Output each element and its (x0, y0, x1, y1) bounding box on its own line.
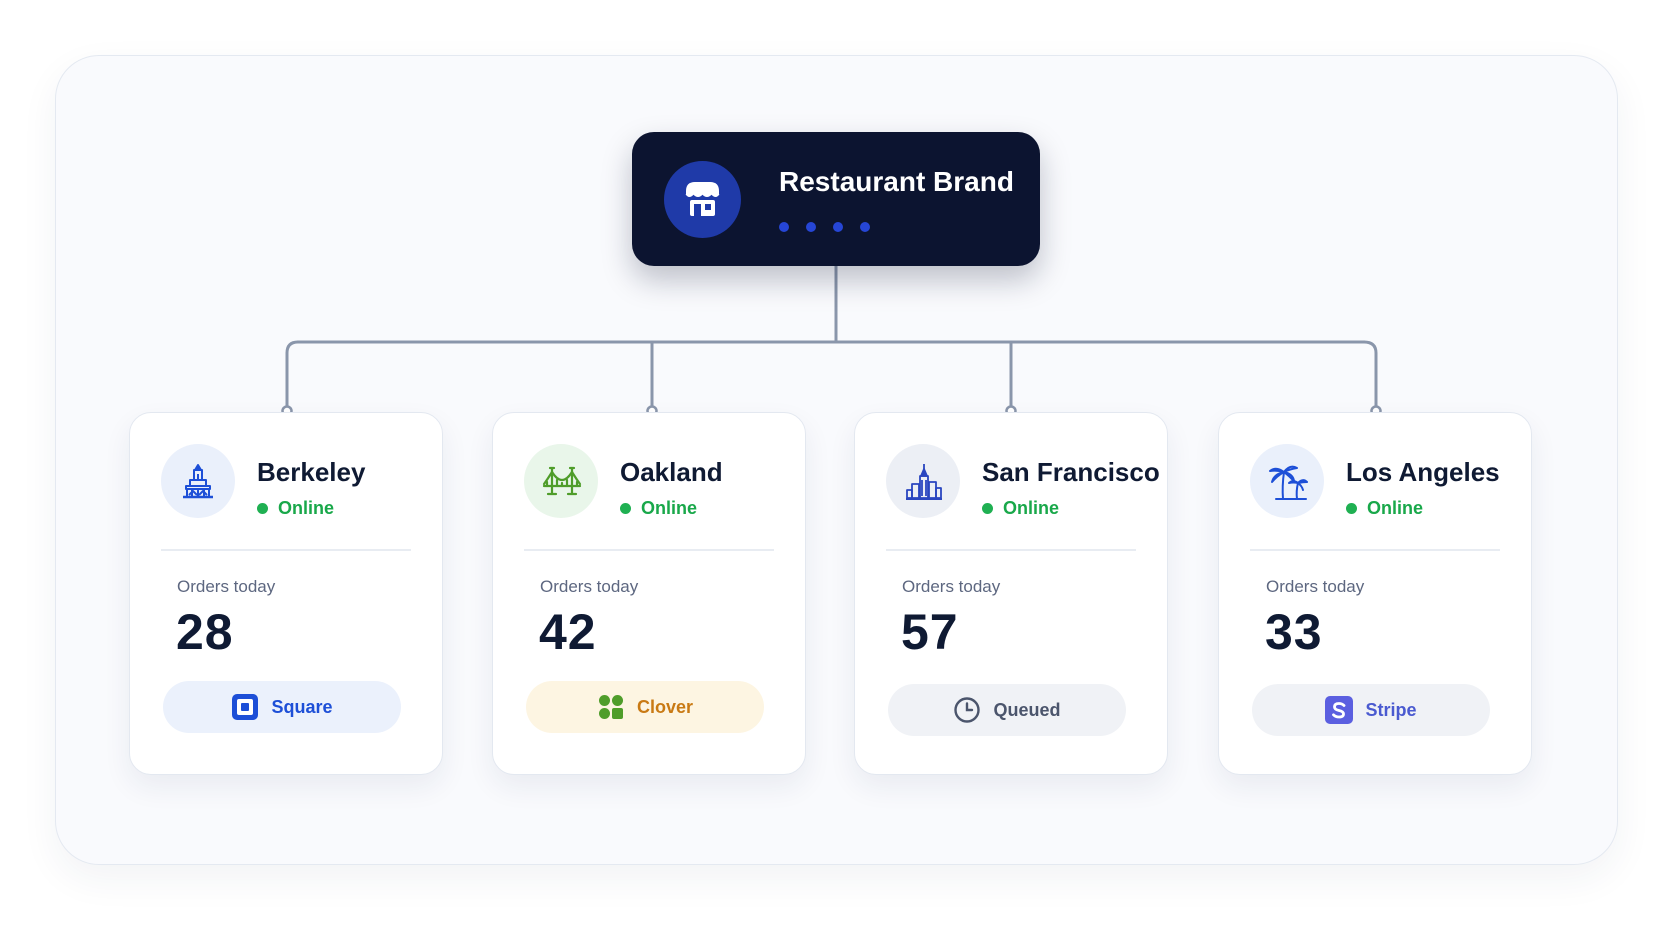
brand-node[interactable]: Restaurant Brand (632, 132, 1040, 266)
orders-label: Orders today (540, 577, 639, 596)
storefront-icon (664, 161, 741, 238)
location-name: Oakland (620, 457, 723, 487)
divider (1250, 549, 1500, 551)
orders-value: 33 (1265, 604, 1323, 660)
status-label: Online (278, 498, 335, 518)
campanile-tower-icon (161, 444, 235, 518)
integration-badge-square[interactable]: Square (163, 681, 401, 733)
integration-label: Stripe (1365, 699, 1417, 720)
status-dot (982, 503, 993, 514)
brand-dot (833, 222, 843, 232)
status-online: Online (982, 498, 1059, 519)
status-dot (1346, 503, 1357, 514)
orders-value: 42 (539, 604, 597, 660)
brand-status-dots (779, 222, 870, 232)
status-label: Online (641, 498, 698, 518)
status-dot (620, 503, 631, 514)
location-name: San Francisco (982, 457, 1160, 487)
brand-dot (779, 222, 789, 232)
orders-value: 28 (176, 604, 234, 660)
location-card-los-angeles[interactable]: Los Angeles Online Orders today 33 Strip… (1218, 412, 1532, 775)
orders-label: Orders today (1266, 577, 1365, 596)
square-logo-icon (231, 693, 259, 721)
integration-badge-queued[interactable]: Queued (888, 684, 1126, 736)
clover-logo-icon (597, 693, 625, 721)
integration-badge-clover[interactable]: Clover (526, 681, 764, 733)
divider (524, 549, 774, 551)
divider (161, 549, 411, 551)
integration-label: Clover (636, 696, 694, 717)
location-card-san-francisco[interactable]: San Francisco Online Orders today 57 Que… (854, 412, 1168, 775)
status-label: Online (1367, 498, 1424, 518)
divider (886, 549, 1136, 551)
orders-label: Orders today (902, 577, 1001, 596)
status-online: Online (257, 498, 334, 519)
integration-badge-stripe[interactable]: Stripe (1252, 684, 1490, 736)
clock-icon (953, 696, 981, 724)
status-online: Online (620, 498, 697, 519)
integration-label: Square (271, 696, 333, 717)
skyline-icon (886, 444, 960, 518)
brand-dot (806, 222, 816, 232)
palm-trees-icon (1250, 444, 1324, 518)
orders-value: 57 (901, 604, 959, 660)
location-card-berkeley[interactable]: Berkeley Online Orders today 28 Square (129, 412, 443, 775)
location-card-oakland[interactable]: Oakland Online Orders today 42 Clover (492, 412, 806, 775)
stripe-logo-icon (1325, 696, 1354, 724)
brand-dot (860, 222, 870, 232)
status-online: Online (1346, 498, 1423, 519)
status-label: Online (1003, 498, 1060, 518)
bay-bridge-icon (524, 444, 598, 518)
status-dot (257, 503, 268, 514)
orders-label: Orders today (177, 577, 276, 596)
brand-title: Restaurant Brand (779, 166, 1014, 197)
integration-label: Queued (993, 699, 1061, 720)
location-name: Los Angeles (1346, 457, 1500, 487)
location-name: Berkeley (257, 457, 366, 487)
